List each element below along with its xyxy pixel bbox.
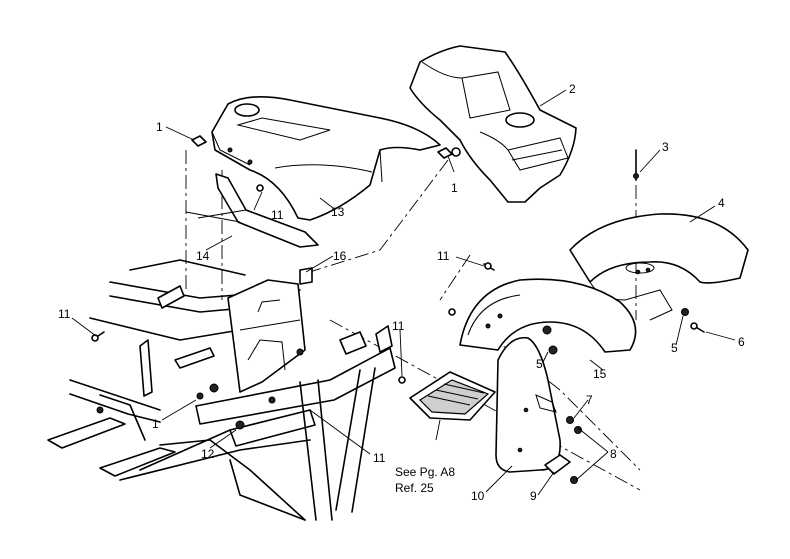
footrest-assembly xyxy=(409,371,496,421)
callout-3: 3 xyxy=(662,140,669,154)
part-11-bolt-upper xyxy=(484,262,492,270)
callout-12: 12 xyxy=(201,447,215,461)
callout-6: 6 xyxy=(738,335,745,349)
callout-labels: 1 1 1 2 3 4 5 5 6 7 8 9 10 11 11 11 11 1… xyxy=(58,82,745,503)
part-11-bolt-fender xyxy=(448,308,456,316)
front-fender xyxy=(459,278,637,355)
callout-13: 13 xyxy=(331,205,345,219)
part-13-front-cover xyxy=(211,96,441,221)
callout-10: 10 xyxy=(471,489,485,503)
callout-11-frame: 11 xyxy=(373,451,386,465)
callout-16: 16 xyxy=(333,249,347,263)
part-2-rear-cover xyxy=(409,45,577,203)
washer-center xyxy=(451,147,461,157)
part-10-mud-flap xyxy=(495,336,561,473)
leader-lines xyxy=(71,89,736,496)
part-8-nut xyxy=(570,476,578,484)
callout-11-cover: 11 xyxy=(271,208,284,222)
callout-4: 4 xyxy=(718,196,725,210)
callout-1-center: 1 xyxy=(451,181,458,195)
part-9-plate xyxy=(544,454,571,475)
callout-1-top-left: 1 xyxy=(156,120,163,134)
callout-14: 14 xyxy=(196,249,210,263)
note-line-1: See Pg. A8 xyxy=(395,465,455,479)
reference-note: See Pg. A8 Ref. 25 xyxy=(395,465,455,495)
callout-7: 7 xyxy=(586,393,593,407)
callout-8: 8 xyxy=(610,447,617,461)
loose-hardware xyxy=(91,135,705,484)
part-16-clip xyxy=(299,267,313,285)
part-1-nut-left xyxy=(191,135,207,147)
callout-5-right: 5 xyxy=(671,341,678,355)
main-frame xyxy=(47,259,396,521)
callout-5-center: 5 xyxy=(536,357,543,371)
callout-9: 9 xyxy=(530,489,537,503)
part-1-nut-center xyxy=(437,147,453,159)
part-7-nut xyxy=(566,416,574,424)
part-11-bolt-frame xyxy=(398,376,406,384)
part-14-bracket xyxy=(185,173,319,248)
callout-1-bottom-left: 1 xyxy=(152,417,159,431)
part-11-bolt-cover xyxy=(256,184,264,192)
callout-11-upper: 11 xyxy=(437,249,450,263)
callout-11-fender: 11 xyxy=(392,319,405,333)
part-4-rear-fender xyxy=(569,213,749,321)
callout-15: 15 xyxy=(593,367,607,381)
callout-11-left: 11 xyxy=(58,307,71,321)
note-line-2: Ref. 25 xyxy=(395,481,434,495)
part-11-bolt-left xyxy=(91,334,99,342)
callout-2: 2 xyxy=(569,82,576,96)
part-5-nut-right xyxy=(681,308,689,316)
